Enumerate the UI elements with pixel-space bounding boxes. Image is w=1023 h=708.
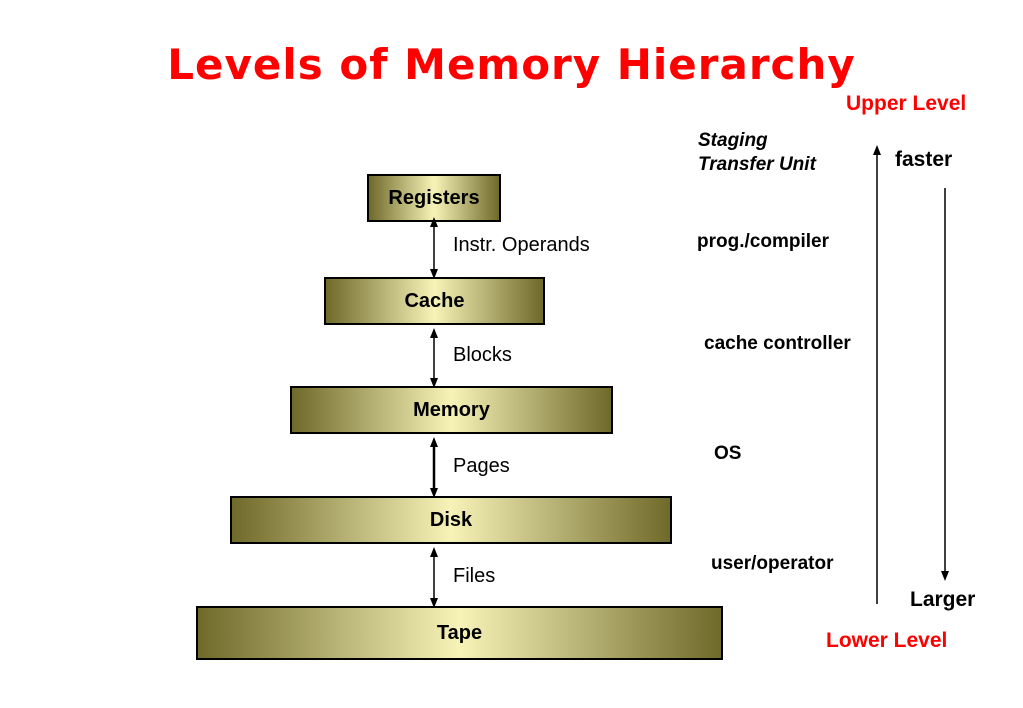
manager-label-os: OS <box>714 443 742 464</box>
upper-level-label: Upper Level <box>846 92 967 115</box>
manager-label-cache-controller: cache controller <box>704 333 851 354</box>
manager-label-user-operator: user/operator <box>711 553 834 574</box>
transfer-label-pages: Pages <box>453 455 510 477</box>
level-box-memory: Memory <box>290 386 613 434</box>
level-box-disk: Disk <box>230 496 672 544</box>
lower-level-label: Lower Level <box>826 629 948 652</box>
level-box-tape: Tape <box>196 606 723 660</box>
level-box-cache: Cache <box>324 277 545 325</box>
transfer-label-files: Files <box>453 565 496 587</box>
staging-transfer-unit-heading: Staging Transfer Unit <box>698 129 816 177</box>
level-box-registers: Registers <box>367 174 501 222</box>
staging-line-1: Staging <box>698 130 768 151</box>
transfer-label-blocks: Blocks <box>453 344 512 366</box>
staging-line-2: Transfer Unit <box>698 154 816 175</box>
page-title: Levels of Memory Hierarchy <box>167 40 856 89</box>
faster-label: faster <box>895 148 953 171</box>
larger-label: Larger <box>910 588 976 611</box>
manager-label-prog-compiler: prog./compiler <box>697 231 829 252</box>
transfer-label-instr-operands: Instr. Operands <box>453 234 590 256</box>
